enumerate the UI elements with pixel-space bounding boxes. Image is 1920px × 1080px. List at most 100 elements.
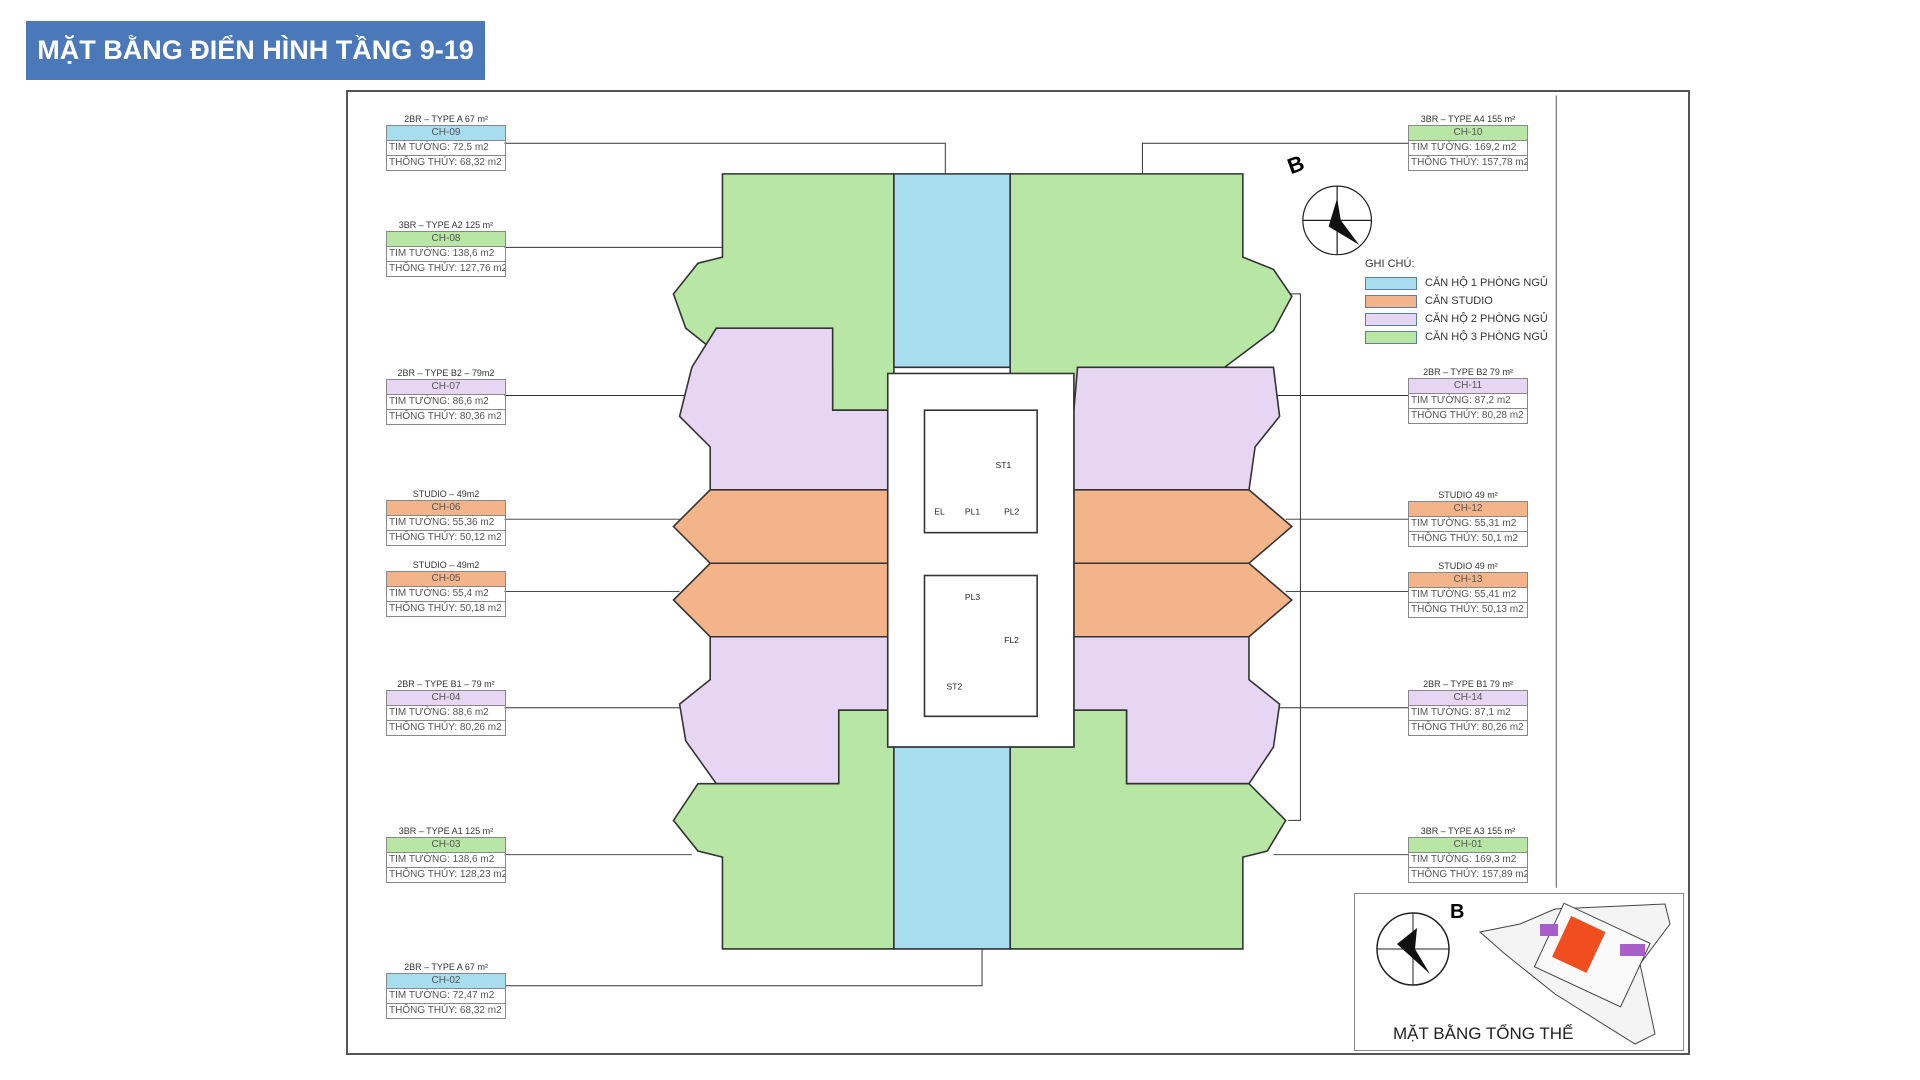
gross-area: TIM TƯỜNG: 72,5 m2 bbox=[386, 140, 506, 156]
unit-code: CH-05 bbox=[386, 571, 506, 587]
unit-code: CH-13 bbox=[1408, 572, 1528, 588]
inset-compass-label: B bbox=[1450, 901, 1464, 923]
unit-ch11[interactable] bbox=[1073, 366, 1281, 491]
net-area: THÔNG THỦY: 80,36 m2 bbox=[386, 409, 506, 425]
gross-area: TIM TƯỜNG: 87,2 m2 bbox=[1408, 393, 1528, 409]
legend-item-studio: CĂN STUDIO bbox=[1365, 292, 1548, 310]
net-area: THÔNG THỦY: 50,18 m2 bbox=[386, 601, 506, 617]
elevator-label: EL bbox=[934, 506, 945, 516]
unit-code: CH-12 bbox=[1408, 501, 1528, 517]
compass-label: B bbox=[1284, 150, 1308, 179]
unit-type: 3BR – TYPE A1 125 m² bbox=[398, 826, 494, 836]
unit-code: CH-08 bbox=[386, 231, 506, 247]
unit-code: CH-03 bbox=[386, 837, 506, 853]
building-highlight bbox=[1552, 916, 1606, 973]
unit-ch06[interactable] bbox=[672, 489, 889, 565]
gross-area: TIM TƯỜNG: 88,6 m2 bbox=[386, 705, 506, 721]
legend-label: CĂN HỘ 3 PHÒNG NGỦ bbox=[1425, 331, 1548, 343]
gross-area: TIM TƯỜNG: 55,4 m2 bbox=[386, 586, 506, 602]
net-area: THÔNG THỦY: 157,78 m2 bbox=[1408, 155, 1528, 171]
compass-icon: B bbox=[1284, 150, 1373, 256]
net-area: THÔNG THỦY: 50,13 m2 bbox=[1408, 602, 1528, 618]
fire-lift-label: FL2 bbox=[1004, 635, 1019, 645]
lift-1-label: PL1 bbox=[965, 506, 980, 516]
unit-ch09[interactable] bbox=[893, 173, 1011, 369]
gross-area: TIM TƯỜNG: 87,1 m2 bbox=[1408, 705, 1528, 721]
stair-1-label: ST1 bbox=[996, 460, 1012, 470]
net-area: THÔNG THỦY: 80,26 m2 bbox=[386, 720, 506, 736]
net-area: THÔNG THỦY: 80,28 m2 bbox=[1408, 408, 1528, 424]
legend-swatch bbox=[1365, 294, 1417, 308]
site-plan-inset: B MẶT BẰNG TỔNG THỂ bbox=[1354, 893, 1684, 1051]
unit-ch12[interactable] bbox=[1073, 489, 1294, 565]
legend-swatch bbox=[1365, 330, 1417, 344]
unit-code: CH-01 bbox=[1408, 837, 1528, 853]
legend-item-1br: CĂN HỘ 1 PHÒNG NGỦ bbox=[1365, 274, 1548, 292]
gross-area: TIM TƯỜNG: 169,2 m2 bbox=[1408, 140, 1528, 156]
unit-type: 3BR – TYPE A3 155 m² bbox=[1420, 826, 1516, 836]
net-area: THÔNG THỦY: 127,76 m2 bbox=[386, 261, 506, 277]
legend-heading: GHI CHÚ: bbox=[1365, 258, 1415, 270]
unit-code: CH-07 bbox=[386, 379, 506, 395]
unit-ch13[interactable] bbox=[1073, 562, 1294, 638]
legend-label: CĂN HỘ 2 PHÒNG NGỦ bbox=[1425, 313, 1548, 325]
legend-item-2br: CĂN HỘ 2 PHÒNG NGỦ bbox=[1365, 310, 1548, 328]
unit-type: 3BR – TYPE A2 125 m² bbox=[398, 220, 494, 230]
unit-type: 2BR – TYPE A 67 m² bbox=[404, 114, 488, 124]
legend-swatch bbox=[1365, 276, 1417, 290]
legend-label: CĂN STUDIO bbox=[1425, 295, 1493, 307]
unit-code: CH-14 bbox=[1408, 690, 1528, 706]
unit-code: CH-10 bbox=[1408, 125, 1528, 141]
inset-compass-icon: B bbox=[1376, 901, 1464, 986]
net-area: THÔNG THỦY: 80,26 m2 bbox=[1408, 720, 1528, 736]
gross-area: TIM TƯỜNG: 55,36 m2 bbox=[386, 515, 506, 531]
unit-type: STUDIO – 49m2 bbox=[412, 489, 480, 499]
unit-type: 2BR – TYPE B1 79 m² bbox=[1423, 679, 1513, 689]
leader-lines bbox=[504, 142, 1409, 987]
gross-area: TIM TƯỜNG: 55,31 m2 bbox=[1408, 516, 1528, 532]
unit-code: CH-06 bbox=[386, 500, 506, 516]
unit-type: 2BR – TYPE B1 – 79 m² bbox=[397, 679, 495, 689]
gross-area: TIM TƯỜNG: 86,6 m2 bbox=[386, 394, 506, 410]
gross-area: TIM TƯỜNG: 169,3 m2 bbox=[1408, 852, 1528, 868]
unit-type: STUDIO 49 m² bbox=[1438, 561, 1498, 571]
unit-code: CH-11 bbox=[1408, 378, 1528, 394]
net-area: THÔNG THỦY: 68,32 m2 bbox=[386, 1003, 506, 1019]
gross-area: TIM TƯỜNG: 138,6 m2 bbox=[386, 246, 506, 262]
unit-ch05[interactable] bbox=[672, 562, 889, 638]
unit-type: 2BR – TYPE A 67 m² bbox=[404, 962, 488, 972]
unit-code: CH-04 bbox=[386, 690, 506, 706]
unit-type: 2BR – TYPE B2 – 79m2 bbox=[397, 368, 495, 378]
unit-type: STUDIO 49 m² bbox=[1438, 490, 1498, 500]
gross-area: TIM TƯỜNG: 55,41 m2 bbox=[1408, 587, 1528, 603]
unit-ch02[interactable] bbox=[893, 746, 1011, 950]
net-area: THÔNG THỦY: 68,32 m2 bbox=[386, 155, 506, 171]
legend-item-3br: CĂN HỘ 3 PHÒNG NGỦ bbox=[1365, 328, 1548, 346]
gross-area: TIM TƯỜNG: 138,6 m2 bbox=[386, 852, 506, 868]
site-plan-map: B bbox=[1376, 901, 1671, 1045]
lift-2-label: PL2 bbox=[1004, 506, 1019, 516]
lift-3-label: PL3 bbox=[965, 592, 980, 602]
gross-area: TIM TƯỜNG: 72,47 m2 bbox=[386, 988, 506, 1004]
net-area: THÔNG THỦY: 50,1 m2 bbox=[1408, 531, 1528, 547]
unit-type: 2BR – TYPE B2 79 m² bbox=[1423, 367, 1513, 377]
unit-type: STUDIO – 49m2 bbox=[412, 560, 480, 570]
page-title: MẶT BẰNG ĐIỂN HÌNH TẦNG 9-19 bbox=[26, 21, 485, 80]
net-area: THÔNG THỦY: 157,89 m2 bbox=[1408, 867, 1528, 883]
net-area: THÔNG THỦY: 50,12 m2 bbox=[386, 530, 506, 546]
legend: GHI CHÚ: CĂN HỘ 1 PHÒNG NGỦ CĂN STUDIO C… bbox=[1365, 258, 1548, 346]
legend-label: CĂN HỘ 1 PHÒNG NGỦ bbox=[1425, 277, 1548, 289]
